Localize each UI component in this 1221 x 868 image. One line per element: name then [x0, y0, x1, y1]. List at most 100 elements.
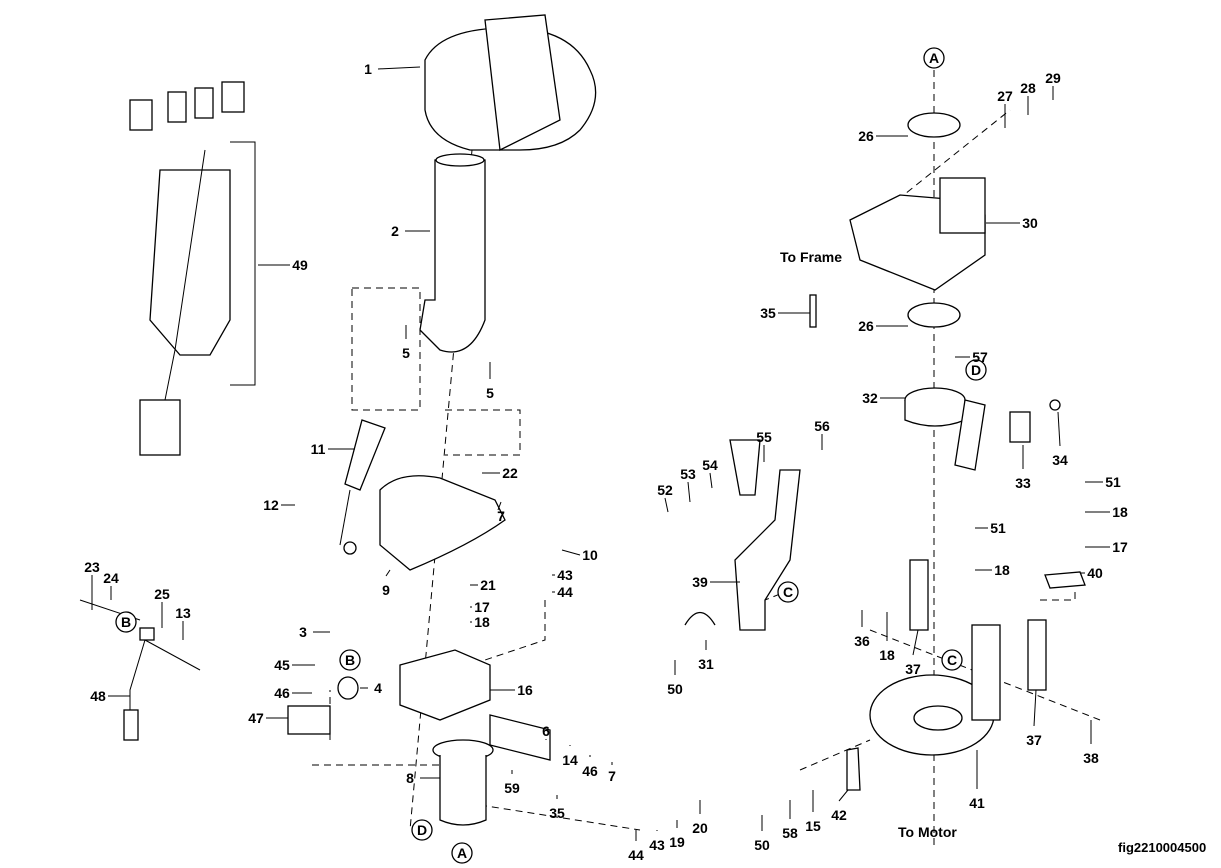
callout-13: 13 — [175, 605, 191, 640]
callout-55: 55 — [756, 429, 772, 462]
callout-number: 58 — [782, 825, 798, 841]
callout-number: 5 — [402, 345, 410, 361]
callout-number: 34 — [1052, 452, 1068, 468]
callout-number: 19 — [669, 834, 685, 850]
callout-number: 44 — [628, 847, 644, 863]
callout-number: 46 — [274, 685, 290, 701]
callout-37: 37 — [905, 629, 921, 677]
callout-number: 54 — [702, 457, 718, 473]
callout-18: 18 — [879, 612, 895, 663]
wiring-harness — [129, 81, 256, 456]
callout-number: 41 — [969, 795, 985, 811]
cover — [379, 475, 506, 571]
callout-29: 29 — [1045, 70, 1061, 100]
reference-marker-C: C — [941, 649, 963, 671]
callout-18: 18 — [470, 614, 490, 630]
callout-number: 51 — [990, 520, 1006, 536]
reference-marker-A: A — [923, 47, 945, 69]
callout-21: 21 — [470, 577, 496, 593]
callout-number: 31 — [698, 656, 714, 672]
callout-number: 47 — [248, 710, 264, 726]
callout-number: 26 — [858, 128, 874, 144]
callout-number: 36 — [854, 633, 870, 649]
callout-number: 33 — [1015, 475, 1031, 491]
callout-59: 59 — [504, 770, 520, 796]
control-column — [419, 153, 486, 353]
callout-19: 19 — [669, 820, 685, 850]
callout-18: 18 — [975, 562, 1010, 578]
leader-line — [912, 629, 919, 656]
callout-number: 37 — [905, 661, 921, 677]
callout-number: 17 — [1112, 539, 1128, 555]
callout-22: 22 — [482, 465, 518, 481]
callout-2: 2 — [391, 223, 430, 239]
callout-number: 39 — [692, 574, 708, 590]
callout-9: 9 — [382, 569, 391, 598]
callout-49: 49 — [258, 257, 308, 273]
callout-number: 43 — [649, 837, 665, 853]
callout-5: 5 — [486, 362, 494, 401]
callout-43: 43 — [552, 567, 573, 583]
callout-45: 45 — [274, 657, 315, 673]
svg-text:B: B — [121, 614, 131, 630]
callout-number: 17 — [474, 599, 490, 615]
callout-46: 46 — [274, 685, 312, 701]
leader-line — [664, 497, 669, 513]
callout-17: 17 — [1085, 539, 1128, 555]
callout-52: 52 — [657, 482, 673, 513]
joystick-handle — [424, 14, 597, 151]
callout-number: 7 — [608, 768, 616, 784]
callout-number: 25 — [154, 586, 170, 602]
callout-number: 27 — [997, 88, 1013, 104]
callout-10: 10 — [561, 547, 598, 563]
callout-46: 46 — [582, 755, 598, 779]
callout-number: 23 — [84, 559, 100, 575]
callout-number: 22 — [502, 465, 518, 481]
callout-number: 24 — [103, 570, 119, 586]
to-frame-note: To Frame — [780, 249, 842, 265]
callout-35: 35 — [549, 795, 565, 821]
callout-54: 54 — [702, 457, 718, 489]
reference-marker-D: D — [411, 819, 433, 841]
callout-number: 30 — [1022, 215, 1038, 231]
callout-4: 4 — [360, 680, 382, 696]
callout-30: 30 — [986, 215, 1038, 231]
callout-number: 40 — [1087, 565, 1103, 581]
callout-number: 52 — [657, 482, 673, 498]
callout-number: 29 — [1045, 70, 1061, 86]
callout-41: 41 — [969, 750, 985, 811]
callout-number: 5 — [486, 385, 494, 401]
callout-7: 7 — [497, 501, 505, 524]
callout-number: 12 — [263, 497, 279, 513]
callout-number: 37 — [1026, 732, 1042, 748]
callout-number: 55 — [756, 429, 772, 445]
callout-number: 42 — [831, 807, 847, 823]
switch-harness — [79, 599, 201, 741]
callout-number: 28 — [1020, 80, 1036, 96]
callout-number: 14 — [562, 752, 578, 768]
callout-36: 36 — [854, 610, 870, 649]
callout-28: 28 — [1020, 80, 1036, 115]
callout-number: 38 — [1083, 750, 1099, 766]
callout-number: 26 — [858, 318, 874, 334]
callout-number: 50 — [754, 837, 770, 853]
callout-number: 15 — [805, 818, 821, 834]
callout-15: 15 — [805, 790, 821, 834]
callout-11: 11 — [311, 441, 355, 457]
callout-number: 20 — [692, 820, 708, 836]
callout-16: 16 — [490, 682, 533, 698]
callout-44: 44 — [552, 584, 573, 600]
reference-marker-B: B — [339, 649, 361, 671]
leader-line — [709, 472, 713, 489]
callout-6: 6 — [542, 723, 550, 740]
callout-number: 49 — [292, 257, 308, 273]
callout-58: 58 — [782, 800, 798, 841]
leader-line — [385, 569, 391, 577]
callout-39: 39 — [692, 574, 740, 590]
bearing-housing — [809, 112, 986, 328]
reference-marker-A: A — [451, 842, 473, 864]
leader-line — [1033, 689, 1037, 727]
callout-20: 20 — [692, 800, 708, 836]
leader-line — [687, 481, 691, 503]
